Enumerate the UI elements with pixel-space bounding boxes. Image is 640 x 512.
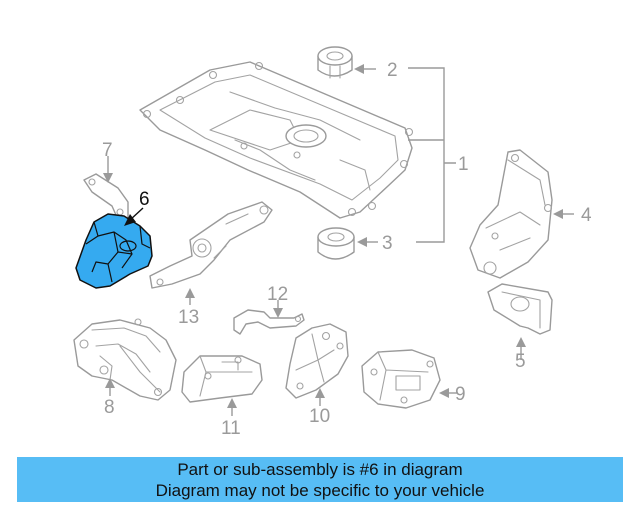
callout-10: 10 (309, 406, 330, 427)
bushing-part-2[interactable] (317, 46, 353, 79)
callout-12: 12 (267, 284, 288, 305)
callout-6: 6 (139, 189, 150, 210)
callout-9: 9 (455, 384, 466, 405)
bracket-part-12[interactable] (233, 309, 305, 335)
callout-13: 13 (178, 307, 199, 328)
engine-mount-part-9[interactable] (361, 349, 441, 409)
subframe-part-1[interactable] (139, 61, 414, 219)
mount-bracket-part-4[interactable] (469, 149, 553, 279)
callout-4: 4 (581, 205, 592, 226)
info-banner: Part or sub-assembly is #6 in diagram Di… (17, 457, 623, 502)
callout-2: 2 (387, 60, 398, 81)
parts-diagram: 1 2 3 4 5 6 7 8 9 10 11 12 13 (73, 46, 592, 439)
callout-5: 5 (515, 351, 526, 372)
leader-lines (103, 64, 574, 416)
transmission-mount-part-6[interactable] (75, 213, 153, 289)
callout-8: 8 (104, 397, 115, 418)
bracket-part-10[interactable] (285, 323, 349, 399)
bushing-part-3[interactable] (317, 227, 355, 260)
leader-bracket-1 (408, 67, 456, 243)
callout-3: 3 (382, 233, 393, 254)
callout-7: 7 (102, 140, 113, 161)
mount-assembly-part-8[interactable] (73, 318, 177, 401)
banner-line-2: Diagram may not be specific to your vehi… (155, 480, 485, 500)
banner-line-1: Part or sub-assembly is #6 in diagram (177, 459, 463, 479)
torque-rod-part-13[interactable] (149, 201, 273, 289)
mount-part-11[interactable] (181, 355, 263, 403)
mount-part-5[interactable] (487, 283, 553, 335)
callout-1: 1 (458, 154, 469, 175)
callout-11: 11 (221, 418, 241, 439)
